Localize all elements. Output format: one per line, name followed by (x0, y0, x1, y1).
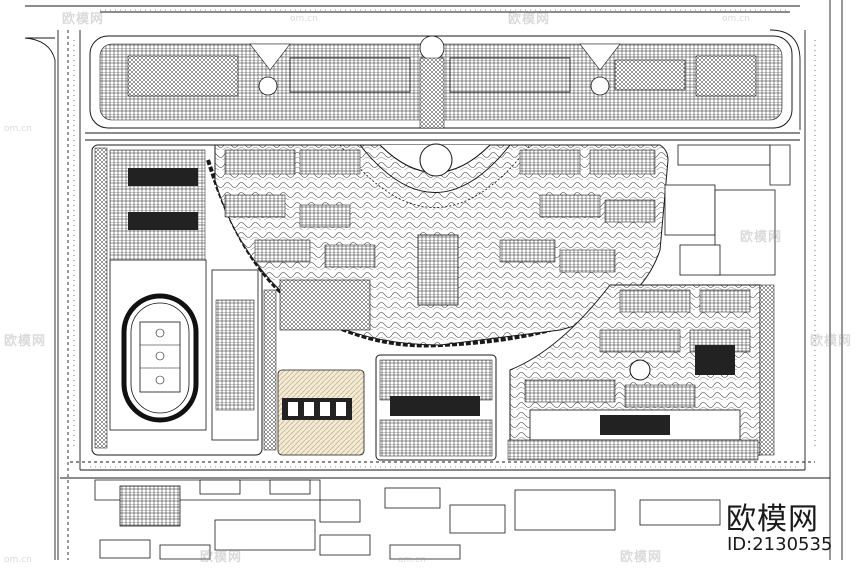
watermark-url: om.cn (722, 14, 750, 24)
watermark-tile: 欧模网 (740, 230, 783, 245)
kindergarten (277, 369, 365, 456)
watermark-tile: 欧模网 (200, 550, 243, 565)
residential-south (375, 354, 497, 461)
road-markings (73, 9, 816, 468)
residential-central (214, 143, 669, 346)
watermark-tile: 欧模网 (62, 12, 105, 27)
vertical-strip (263, 289, 277, 451)
school-block (91, 144, 263, 456)
watermark-tile: 欧模网 (810, 334, 853, 349)
residential-east (507, 284, 775, 461)
model-id-label: ID:2130535 (727, 534, 833, 555)
watermark-url: om.cn (290, 14, 318, 24)
south-buildings (94, 479, 721, 560)
road-network (24, 0, 843, 560)
watermark-brand: 欧模网 (726, 502, 819, 537)
watermark-url: om.cn (398, 555, 426, 565)
commercial-strip (89, 35, 793, 129)
watermark-url: om.cn (4, 555, 32, 565)
watermark-url: om.cn (4, 124, 32, 134)
watermark-tile: 欧模网 (620, 550, 663, 565)
watermark-tile: 欧模网 (508, 12, 551, 27)
watermark-tile: 欧模网 (4, 334, 47, 349)
public-buildings (664, 144, 791, 276)
